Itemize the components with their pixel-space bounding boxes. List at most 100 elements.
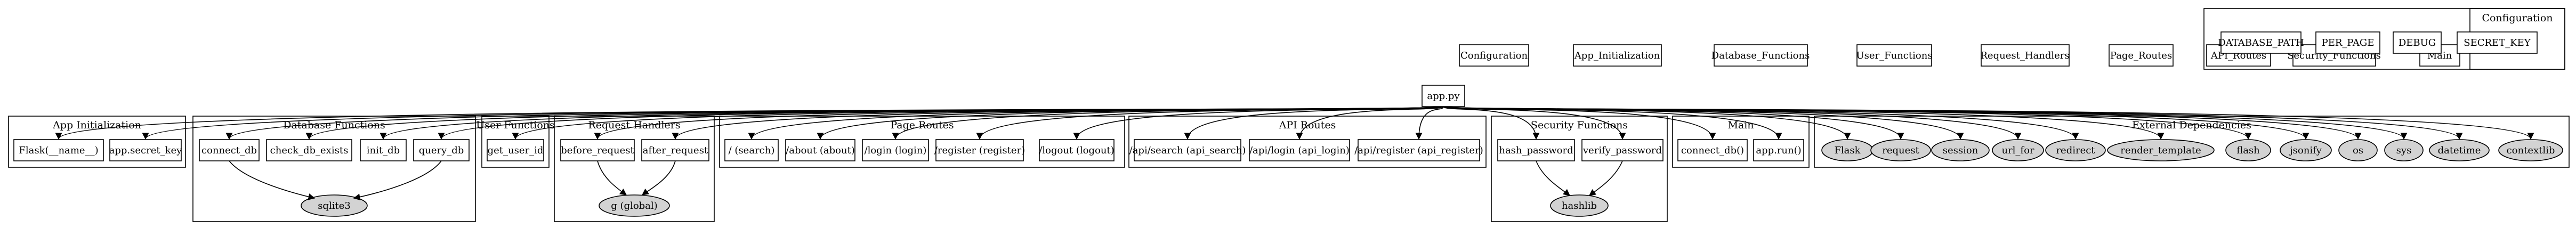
legend-configuration-label: Configuration xyxy=(1460,50,1528,61)
node-sqlite3 xyxy=(301,194,368,217)
route-search xyxy=(724,139,779,161)
external-node-datetime xyxy=(2429,139,2490,161)
route-logout xyxy=(1039,139,1115,161)
root-edge xyxy=(1443,106,2534,140)
legend-request-handlers-label: Request_Handlers xyxy=(1980,50,2069,61)
route-about-label: /about (about) xyxy=(786,145,855,156)
edge-before-g xyxy=(597,160,627,196)
route-logout-label: /logout (logout) xyxy=(1039,145,1114,156)
config-per-page xyxy=(2315,31,2380,54)
node-hash-password xyxy=(1497,139,1575,161)
root-node xyxy=(1422,85,1465,107)
node-app-run xyxy=(1753,139,1804,161)
security-cluster xyxy=(1491,116,1668,222)
external-cluster xyxy=(1814,116,2570,168)
external-node-label: session xyxy=(1943,145,1979,156)
node-g-global xyxy=(599,194,670,217)
node-hashlib xyxy=(1550,194,1609,217)
api-register-label: /api/register (api_register) xyxy=(1354,145,1483,156)
external-node-label: os xyxy=(2353,145,2363,156)
external-node-label: jsonify xyxy=(2289,145,2322,156)
configuration-cluster-outline xyxy=(2203,8,2565,70)
external-node-label: render_template xyxy=(2120,145,2201,156)
external-node-label: sys xyxy=(2396,145,2412,156)
api-routes-cluster xyxy=(1128,116,1487,168)
node-verify-password-label: verify_password xyxy=(1582,145,1662,156)
root-edge xyxy=(1415,106,1444,140)
external-node-jsonify xyxy=(2280,139,2332,161)
config-debug xyxy=(2393,31,2442,54)
route-search-label: / (search) xyxy=(729,145,775,156)
route-login-label: /login (login) xyxy=(865,145,927,156)
node-connect-db xyxy=(199,139,260,161)
node-g-global-label: g (global) xyxy=(611,200,657,211)
api-login xyxy=(1249,139,1350,161)
legend-database-functions-label: Database_Functions xyxy=(1711,50,1810,61)
external-node-render-template xyxy=(2107,139,2215,161)
request-handlers-title: Request Handlers xyxy=(588,119,680,131)
config-database-path-label: DATABASE_PATH xyxy=(2218,37,2304,48)
app-init-cluster xyxy=(8,116,186,168)
app-init-title: App Initialization xyxy=(52,119,141,131)
edge-after-g xyxy=(641,160,676,196)
api-search-label: /api/search (api_search) xyxy=(1129,145,1246,156)
legend-database-functions xyxy=(1714,44,1808,67)
node-init-db-label: init_db xyxy=(367,145,400,156)
root-edge xyxy=(1443,106,1540,140)
root-edges xyxy=(55,106,2534,140)
node-sqlite3-label: sqlite3 xyxy=(318,200,351,211)
edge-querydb-sqlite3 xyxy=(353,160,442,201)
route-login xyxy=(862,139,929,161)
node-flask-name xyxy=(13,139,104,161)
root-node-label: app.py xyxy=(1427,91,1460,102)
node-before-request-label: before_request xyxy=(561,145,634,156)
external-node-label: url_for xyxy=(2001,145,2034,156)
node-init-db xyxy=(360,139,407,161)
legend-row: Configuration App_Initialization Databas… xyxy=(1459,44,2460,67)
config-secret-key xyxy=(2457,31,2538,54)
node-app-secret-key-label: app.secret_key xyxy=(109,145,183,156)
node-connect-db-call-label: connect_db() xyxy=(1681,145,1744,156)
node-check-db-exists-label: check_db_exists xyxy=(270,145,349,156)
legend-user-functions-label: User_Functions xyxy=(1856,50,1932,61)
page-routes-title: Page Routes xyxy=(890,119,954,131)
route-about xyxy=(785,139,855,161)
node-app-run-label: app.run() xyxy=(1756,145,1801,156)
api-login-label: /api/login (api_login) xyxy=(1249,145,1350,156)
configuration-title: Configuration xyxy=(2482,12,2553,24)
page-routes-cluster xyxy=(719,116,1125,168)
external-node-os xyxy=(2338,139,2378,161)
node-hashlib-label: hashlib xyxy=(1562,200,1597,211)
external-node-label: datetime xyxy=(2438,145,2481,156)
external-node-flash xyxy=(2225,139,2271,161)
configuration-items: DATABASE_PATH PER_PAGE DEBUG SECRET_KEY xyxy=(2218,31,2538,54)
node-get-user-id xyxy=(487,139,544,161)
external-node-url-for xyxy=(1992,139,2044,161)
legend-user-functions xyxy=(1856,44,1932,67)
node-check-db-exists xyxy=(266,139,352,161)
legend-page-routes-label: Page_Routes xyxy=(2110,50,2172,61)
node-app-secret-key xyxy=(109,139,182,161)
main-cluster xyxy=(1672,116,1810,168)
external-node-label: request xyxy=(1882,145,1919,156)
database-cluster xyxy=(192,116,476,222)
node-connect-db-label: connect_db xyxy=(201,145,257,156)
api-search xyxy=(1134,139,1241,161)
user-title: User Functions xyxy=(476,119,555,131)
external-title: External Dependencies xyxy=(2132,119,2251,131)
route-register xyxy=(935,139,1024,161)
route-register-label: /register (register) xyxy=(934,145,1025,156)
database-title: Database Functions xyxy=(283,119,385,131)
node-get-user-id-label: get_user_id xyxy=(488,145,544,156)
external-node-session xyxy=(1931,139,1990,161)
node-query-db-label: query_db xyxy=(419,145,464,156)
legend-page-routes xyxy=(2109,44,2174,67)
config-secret-key-label: SECRET_KEY xyxy=(2464,37,2531,48)
external-node-redirect xyxy=(2045,139,2106,161)
external-node-request xyxy=(1870,139,1931,161)
external-node-label: redirect xyxy=(2056,145,2095,156)
node-after-request xyxy=(641,139,709,161)
node-flask-name-label: Flask(__name__) xyxy=(19,145,98,156)
external-node-label: flash xyxy=(2236,145,2260,156)
